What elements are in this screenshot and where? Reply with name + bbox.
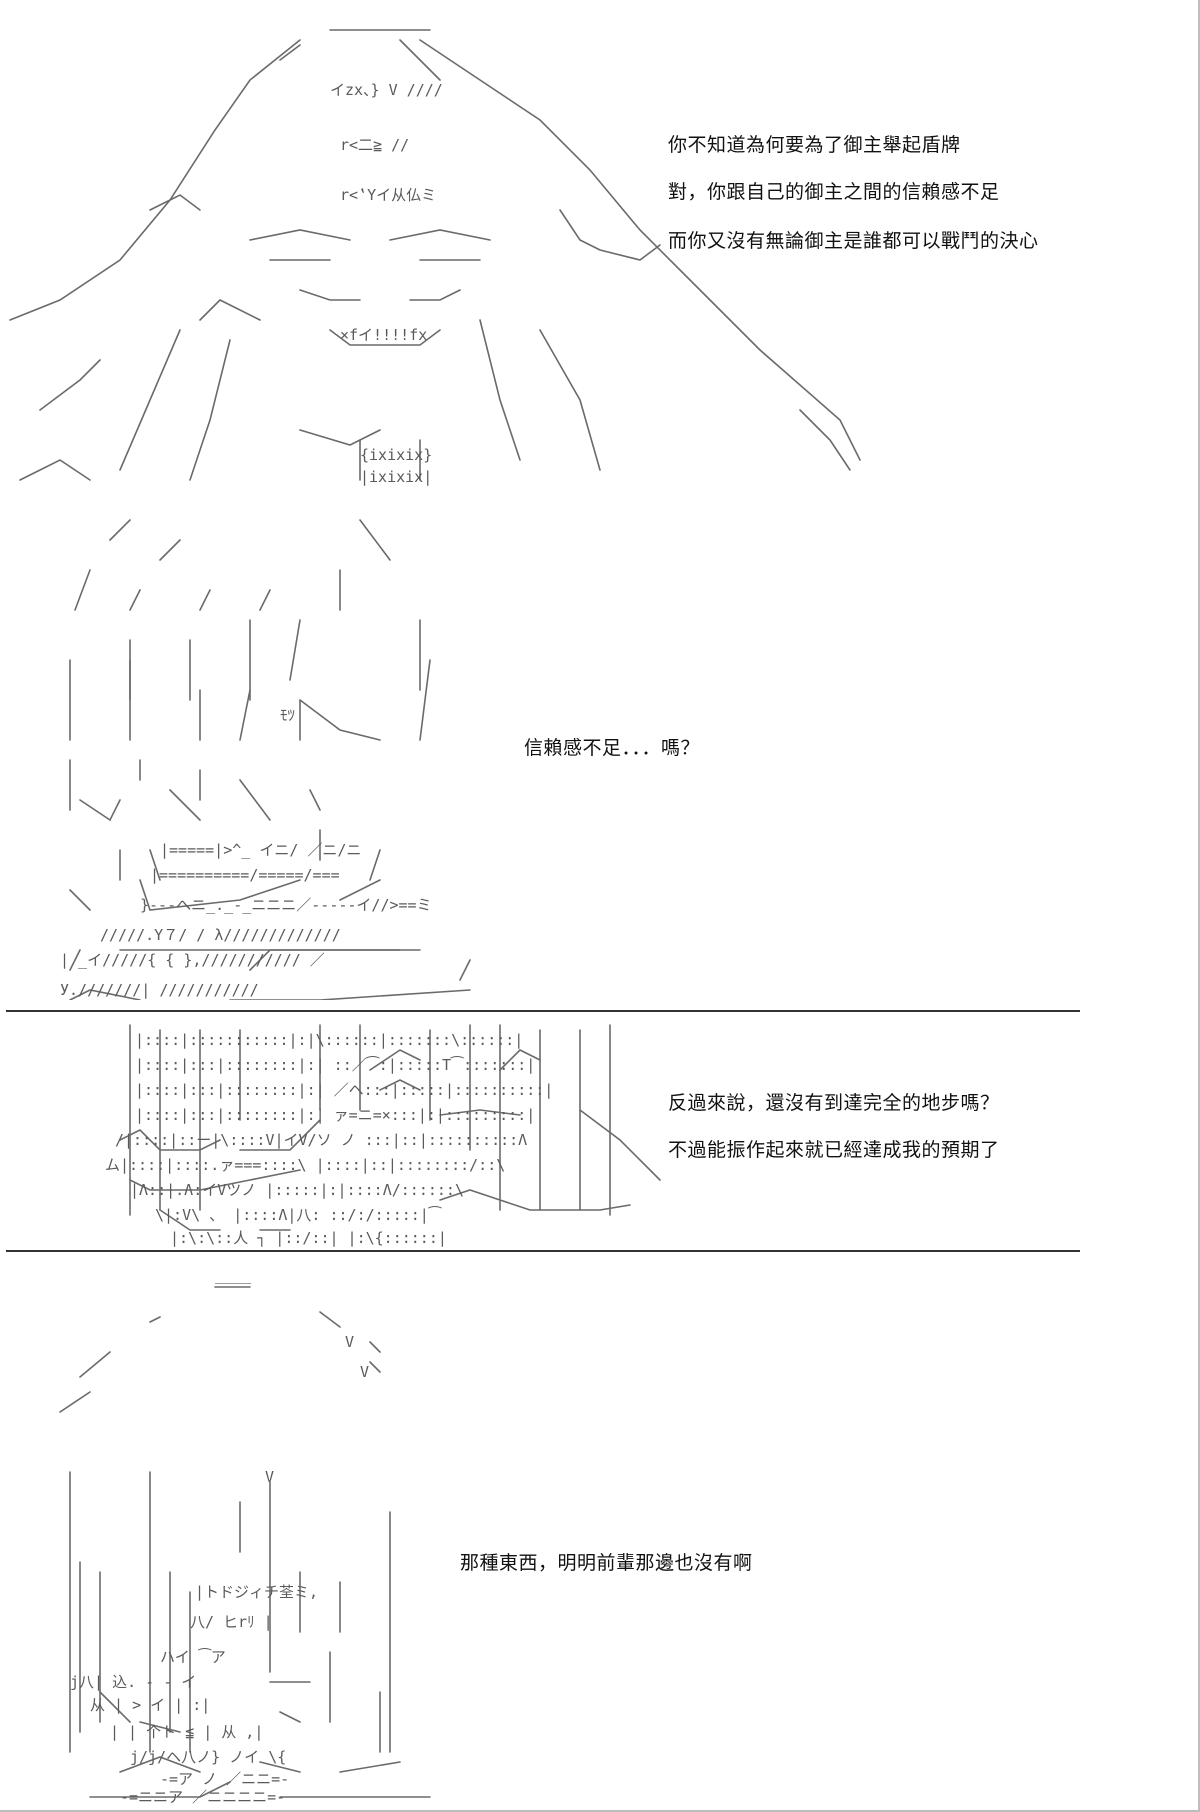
panel-hooded-figure: イzx、} V //// r<二≧ // r<‛Yイ从仏ミ ×fイ!!!!fx … <box>9 29 1039 1000</box>
svg-text:从 | > イ | :|: 从 | > イ | :| <box>90 1696 210 1714</box>
svg-text:|==========/=====/===: |==========/=====/=== <box>150 866 340 884</box>
svg-text:}---へニ_._-_ニニニ／-----イ//>==ミ: }---へニ_._-_ニニニ／-----イ//>==ミ <box>140 896 432 914</box>
svg-text:|トドジィチ荃ミ,: |トドジィチ荃ミ, <box>195 1583 318 1601</box>
dialogue-line: 你不知道為何要為了御主舉起盾牌 <box>668 134 961 156</box>
svg-text:|::::|:::|::::::::|:| ／ヘ:::|:: |::::|:::|::::::::|:| ／ヘ:::|:::::|::::::… <box>135 1081 553 1099</box>
dialogue-line: 反過來說，還沒有到達完全的地步嗎？ <box>668 1092 1000 1114</box>
svg-text:V: V <box>345 1333 354 1351</box>
svg-text:У.///////| ///////////: У.///////| /////////// <box>60 981 259 999</box>
dialogue-line: 對，你跟自己的御主之間的信賴感不足 <box>668 181 1000 203</box>
dialogue-line: 那種東西，明明前輩那邊也沒有啊 <box>460 1552 753 1574</box>
svg-text:____: ____ <box>215 1266 252 1284</box>
svg-text:V: V <box>360 1363 369 1381</box>
svg-text:|=====|>^_ イニ/ ／ニ/ニ: |=====|>^_ イニ/ ／ニ/ニ <box>160 841 361 859</box>
svg-text:八/ ヒrﾘ |: 八/ ヒrﾘ | <box>190 1613 273 1631</box>
svg-text:ﾓﾂ: ﾓﾂ <box>280 706 295 724</box>
svg-text:-=ア ノ ／ニニ=-: -=ア ノ ／ニニ=- <box>160 1770 289 1788</box>
svg-text:×fイ!!!!fx: ×fイ!!!!fx <box>340 326 427 344</box>
svg-text:j/j/ヘ八ノ} ノイ \{: j/j/ヘ八ノ} ノイ \{ <box>130 1748 286 1766</box>
ascii-art-figure-hood-icon: イzx、} V //// r<二≧ // r<‛Yイ从仏ミ ×fイ!!!!fx … <box>9 29 861 1000</box>
svg-text:イzx、} V ////: イzx、} V //// <box>330 81 443 99</box>
ascii-art-closeup-eyes-icon: |::::|:::::::::::|:|\::::::|:::::::\::::… <box>105 1024 661 1247</box>
svg-text:| | 个ト ≦ | 从 ,|: | | 个ト ≦ | 从 ,| <box>110 1723 263 1741</box>
panel-divider-bottom <box>6 1250 1080 1252</box>
svg-text:r<‛Yイ从仏ミ: r<‛Yイ从仏ミ <box>340 186 436 204</box>
svg-text:|ixixix|: |ixixix| <box>360 468 432 486</box>
svg-text:ハイ ⁀ア: ハイ ⁀ア <box>160 1648 226 1666</box>
svg-text:V: V <box>265 1468 274 1486</box>
svg-text:-=ニニア ／ニニニニ=-: -=ニニア ／ニニニニ=- <box>120 1788 285 1806</box>
svg-text:|Λ::|.Λ:イVツノ |:::::|:|::: |Λ::|.Λ:イVツノ |:::::|:|::::Λ/::::::\ <box>130 1181 464 1199</box>
svg-text:| _イ/////{ { },////////: | _イ/////{ { },/////////// ／ <box>60 951 325 969</box>
svg-text:{ixixix}: {ixixix} <box>360 446 432 464</box>
svg-text:\|:V\ 、 |::::Λ|八:: \|:V\ 、 |::::Λ|八: ::/:/:::::|⁀ <box>155 1206 442 1224</box>
svg-text:r<二≧ //: r<二≧ // <box>340 136 409 154</box>
svg-text:|::::|:::|::::::::|:| ::／⁀:|:: |::::|:::|::::::::|:| ::／⁀:|:::::T⁀:::::… <box>135 1056 535 1074</box>
svg-text:|::::|:::|::::::::|:| ァ=ニ=×::: |::::|:::|::::::::|:| ァ=ニ=×:::|:|:::::::… <box>135 1106 535 1124</box>
dialogue-line: 不過能振作起來就已經達成我的預期了 <box>668 1139 1000 1161</box>
panel-girl: ____ V V V |トドジィチ荃ミ, 八/ ヒrﾘ | ハイ ⁀ア j八| … <box>0 1252 1200 1812</box>
svg-text:j八| 込. - - イ: j八| 込. - - イ <box>70 1673 196 1691</box>
panel-closeup: |::::|:::::::::::|:|\::::::|:::::::\::::… <box>0 1010 1200 1250</box>
dialogue-line: 信賴感不足．．．嗎？ <box>524 737 701 759</box>
panel-divider-top <box>6 1010 1080 1012</box>
svg-text:/|::::|::ー|\::::V|イV/ソ ノ :::|:: /|::::|::ー|\::::V|イV/ソ ノ :::|::|::::::::… <box>115 1131 527 1149</box>
svg-text:|::::|:::::::::::|:|\::::::|::: |::::|:::::::::::|:|\::::::|:::::::\::::… <box>135 1031 523 1049</box>
dialogue-line: 而你又沒有無論御主是誰都可以戰鬥的決心 <box>668 230 1039 252</box>
svg-text:ム|::::|::::.ァ===::::\ |: ム|::::|::::.ァ===::::\ |::::|::|::::::::/… <box>105 1156 505 1174</box>
svg-text://///.Y７/ / λ/////////////: /////.Y７/ / λ///////////// <box>100 926 341 944</box>
ascii-art-figure-girl-icon: ____ V V V |トドジィチ荃ミ, 八/ ヒrﾘ | ハイ ⁀ア j八| … <box>59 1266 431 1806</box>
svg-text:|:\:\::人 ┐ |::/::: |:\:\::人 ┐ |::/::| |:\{::::::| <box>170 1229 447 1247</box>
